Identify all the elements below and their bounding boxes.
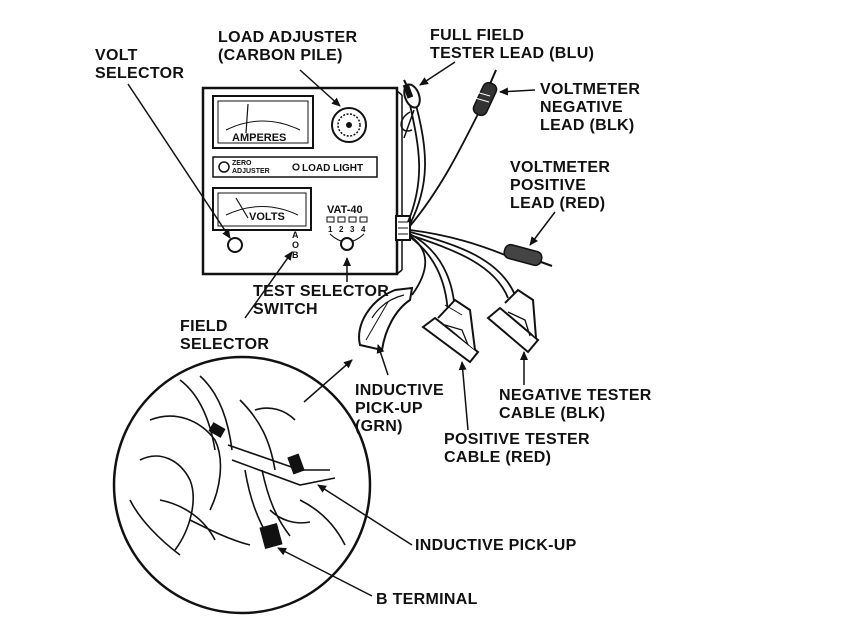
field-selector-label: FIELD SELECTOR: [180, 318, 270, 353]
full-field-connector: [400, 79, 421, 139]
zero-adjuster-knob: [218, 161, 230, 173]
negative-tester-clamp: [486, 288, 540, 354]
ammeter: AMPERES: [212, 95, 314, 149]
load-adjuster-knob: [331, 107, 367, 143]
load-adjuster-label: LOAD ADJUSTER (CARBON PILE): [218, 29, 358, 64]
load-light-label: LOAD LIGHT: [302, 163, 363, 174]
callout-lines: [127, 61, 556, 431]
selector-position-2: 2: [339, 225, 344, 234]
field-position-b: B: [292, 250, 299, 260]
zero-label: ZERO: [232, 160, 252, 167]
volt-selector-knob: [227, 237, 243, 253]
load-light-indicator: [292, 163, 300, 171]
selector-position-3: 3: [350, 225, 355, 234]
tester-leads: [407, 104, 516, 321]
adjuster-label: ADJUSTER: [232, 168, 270, 175]
model-label: VAT-40: [327, 204, 363, 216]
volt-selector-label: VOLT SELECTOR: [95, 47, 185, 82]
test-selector-label: TEST SELECTOR SWITCH: [253, 283, 390, 318]
voltmeter: VOLTS: [212, 187, 312, 231]
inductive-pickup-label: INDUCTIVE PICK-UP: [415, 537, 577, 554]
voltmeter-negative-clip: [472, 69, 498, 117]
b-terminal-label: B TERMINAL: [376, 591, 478, 608]
positive-tester-clamp: [421, 298, 480, 364]
test-selector-knob: [340, 237, 354, 251]
voltmeter-negative-label: VOLTMETER NEGATIVE LEAD (BLK): [540, 81, 641, 134]
voltmeter-positive-label: VOLTMETER POSITIVE LEAD (RED): [510, 159, 611, 212]
cable-grommet: [395, 215, 411, 241]
negative-tester-cable-label: NEGATIVE TESTER CABLE (BLK): [499, 387, 652, 422]
positive-tester-cable-label: POSITIVE TESTER CABLE (RED): [444, 431, 590, 466]
field-selector: A O B: [292, 230, 299, 260]
detail-view: [112, 355, 413, 615]
field-position-a: A: [292, 230, 299, 240]
selector-position-4: 4: [361, 225, 366, 234]
selector-position-1: 1: [328, 225, 333, 234]
indicator-strip: ZERO ADJUSTER LOAD LIGHT: [212, 156, 378, 178]
amperes-label: AMPERES: [232, 132, 286, 144]
voltmeter-positive-probe: [503, 243, 553, 267]
test-selector: VAT-40 1 2 3 4: [326, 204, 368, 251]
full-field-lead-label: FULL FIELD TESTER LEAD (BLU): [430, 27, 595, 62]
inductive-pickup-grn-label: INDUCTIVE PICK-UP (GRN): [355, 382, 444, 435]
volts-label: VOLTS: [249, 211, 285, 223]
field-position-o: O: [292, 240, 299, 250]
inductive-pickup-clamp: [358, 286, 414, 352]
